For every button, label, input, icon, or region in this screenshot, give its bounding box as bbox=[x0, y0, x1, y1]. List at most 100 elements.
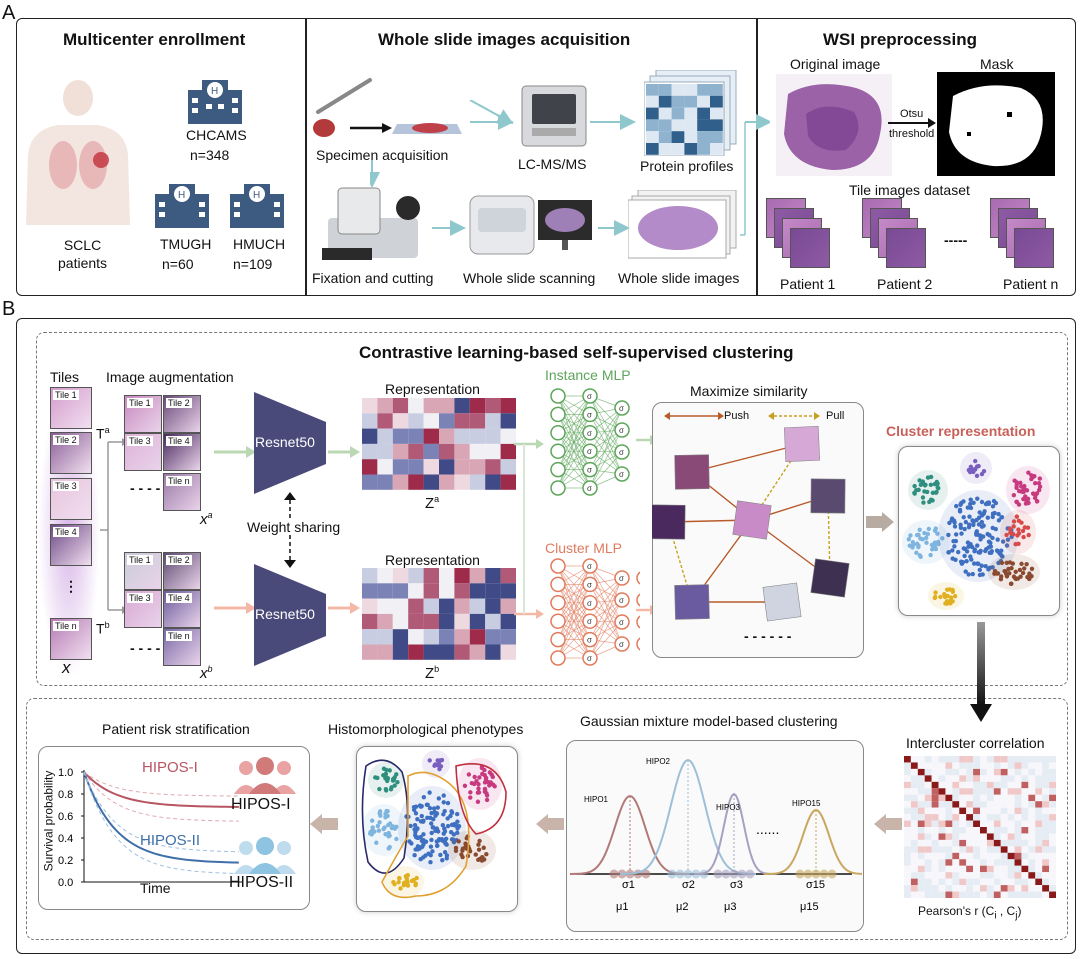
cluster-point bbox=[397, 876, 402, 881]
heatmap-cell bbox=[1021, 839, 1029, 847]
cluster-point bbox=[1016, 502, 1022, 507]
cluster-point bbox=[432, 809, 437, 815]
divider-1 bbox=[305, 19, 307, 295]
heatmap-cell bbox=[1049, 775, 1056, 782]
augmented-tile-label: Tile 3 bbox=[127, 436, 153, 446]
heatmap-cell bbox=[910, 801, 918, 808]
mlp-node bbox=[582, 631, 598, 648]
mlp-edge bbox=[589, 429, 623, 470]
matrix-cell bbox=[485, 398, 501, 414]
heatmap-cell bbox=[980, 839, 987, 847]
cluster-point bbox=[999, 560, 1005, 566]
heatmap-cell bbox=[917, 794, 925, 802]
cluster-point bbox=[968, 464, 974, 469]
matrix-cell bbox=[362, 459, 378, 475]
heatmap-cell bbox=[904, 788, 911, 795]
protein-cell bbox=[671, 84, 685, 96]
patient-tile bbox=[1014, 228, 1054, 268]
heatmap-cell bbox=[938, 865, 946, 873]
heatmap-cell bbox=[1035, 781, 1043, 789]
cluster-point bbox=[467, 849, 473, 854]
patient-1-label: Patient 1 bbox=[780, 276, 836, 292]
heatmap-cell bbox=[1014, 878, 1022, 886]
heatmap-cell bbox=[966, 807, 974, 815]
cluster-point bbox=[945, 587, 950, 592]
heatmap-cell bbox=[938, 852, 946, 860]
protein-cell bbox=[684, 143, 698, 155]
heatmap-cell bbox=[931, 814, 939, 821]
heatmap-cell bbox=[924, 807, 932, 815]
center-tmugh-n: n=60 bbox=[162, 256, 194, 272]
heatmap-cell bbox=[904, 852, 911, 860]
heatmap-cell bbox=[993, 878, 1001, 886]
heatmap-cell bbox=[1049, 872, 1056, 879]
heatmap-cell bbox=[924, 781, 932, 789]
heatmap-cell bbox=[952, 814, 960, 821]
pull-edge bbox=[827, 495, 831, 579]
heatmap-cell bbox=[986, 807, 994, 815]
cluster-point bbox=[487, 770, 493, 775]
heatmap-cell bbox=[1049, 820, 1056, 827]
protein-cell bbox=[646, 131, 659, 143]
protein-cell bbox=[710, 131, 723, 143]
heatmap-cell bbox=[959, 865, 967, 873]
input-tile: Tile n bbox=[50, 618, 92, 660]
cluster-point bbox=[993, 526, 998, 532]
mlp-node bbox=[614, 636, 630, 652]
cluster-point bbox=[975, 496, 980, 501]
cluster-point bbox=[1004, 543, 1010, 548]
survival-plot: 1.00.80.60.40.20.0 bbox=[58, 767, 242, 889]
heatmap-cell bbox=[910, 788, 918, 795]
heatmap-cell bbox=[938, 859, 946, 866]
cluster-point bbox=[1011, 492, 1017, 498]
cluster-point bbox=[996, 511, 1001, 517]
heatmap-cell bbox=[952, 846, 960, 853]
protein-cell bbox=[671, 95, 685, 108]
cluster-point bbox=[435, 829, 441, 834]
heatmap-cell bbox=[945, 788, 953, 795]
heatmap-cell bbox=[904, 768, 911, 776]
mlp-edge bbox=[589, 565, 623, 623]
cluster-point bbox=[1021, 534, 1026, 540]
cluster-point bbox=[995, 537, 1000, 542]
resnet-arrows bbox=[214, 446, 360, 614]
heatmap-cell bbox=[904, 756, 911, 763]
cluster-point bbox=[382, 825, 387, 830]
cluster-point bbox=[462, 783, 468, 789]
heatmap-cell bbox=[1035, 891, 1043, 898]
heatmap-cell bbox=[1049, 859, 1056, 866]
matrix-cell bbox=[392, 459, 409, 475]
heatmap-cell bbox=[945, 839, 953, 847]
heatmap-cell bbox=[993, 846, 1001, 853]
mlp-edge bbox=[557, 565, 591, 640]
heatmap-cell bbox=[973, 859, 980, 866]
heatmap-cell bbox=[945, 865, 953, 873]
input-tile-label: Tile n bbox=[53, 621, 79, 631]
heatmap-cell bbox=[966, 788, 974, 795]
heatmap-cell bbox=[904, 781, 911, 789]
heatmap-cell bbox=[1042, 846, 1050, 853]
heatmap-cell bbox=[924, 885, 932, 892]
mlp-node-symbol: σ bbox=[587, 392, 592, 401]
heatmap-cell bbox=[931, 807, 939, 815]
heatmap-cell bbox=[1000, 775, 1008, 782]
heatmap-cell bbox=[1021, 827, 1029, 834]
cluster-point bbox=[976, 561, 981, 566]
heatmap-cell bbox=[959, 891, 967, 898]
mlp-edge bbox=[589, 584, 623, 623]
heatmap-cell bbox=[986, 872, 994, 879]
heatmap-cell bbox=[1014, 865, 1022, 873]
heatmap-cell bbox=[993, 885, 1001, 892]
matrix-cell bbox=[485, 644, 501, 660]
gaussian-sample bbox=[737, 869, 747, 879]
cluster-point bbox=[958, 502, 963, 507]
zb-label: Zb bbox=[425, 664, 440, 682]
cluster-point bbox=[459, 852, 464, 857]
cluster-point bbox=[460, 848, 465, 853]
cluster-point bbox=[385, 813, 390, 819]
cluster-point bbox=[920, 495, 926, 500]
heatmap-cell bbox=[993, 814, 1001, 821]
heatmap-cell bbox=[1014, 762, 1022, 769]
heatmap-cell bbox=[1000, 794, 1008, 802]
pull-label: Pull bbox=[826, 410, 845, 422]
